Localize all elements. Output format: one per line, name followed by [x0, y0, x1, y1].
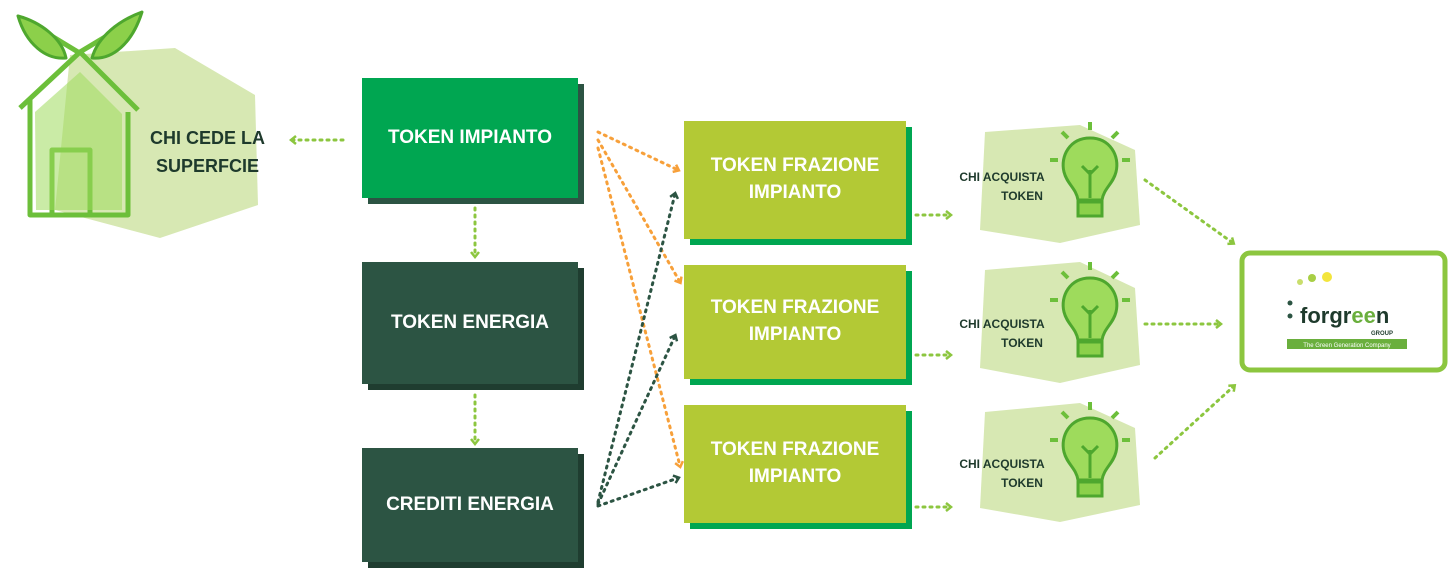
token-energia-label: TOKEN ENERGIA — [390, 311, 549, 333]
token-frazione-label-line1: TOKEN FRAZIONE — [710, 155, 880, 177]
token-frazione-label-line2: IMPIANTO — [748, 466, 842, 487]
house-leaf-icon — [16, 10, 144, 218]
token-frazione-box: TOKEN FRAZIONE IMPIANTO — [684, 265, 912, 385]
arrow-impianto-to-fraction2 — [596, 138, 683, 285]
lightbulb-icon — [1050, 402, 1130, 498]
token-frazione-label-line1: TOKEN FRAZIONE — [710, 439, 880, 461]
logo-tagline-bar — [1287, 339, 1407, 349]
house-label: CHI CEDE LA SUPERFCIE — [140, 125, 275, 181]
arrow-buyer3-to-logo — [1153, 383, 1237, 460]
logo-dot — [1322, 272, 1332, 282]
token-frazione-label-line1: TOKEN FRAZIONE — [710, 297, 880, 319]
buyer-label: CHI ACQUISTA TOKEN — [952, 168, 1052, 205]
logo-tagline-text: The Green Generation Company — [1303, 343, 1390, 349]
logo-dot — [1308, 274, 1316, 282]
lightbulb-icon — [1050, 262, 1130, 358]
token-frazione-label-line2: IMPIANTO — [748, 182, 842, 203]
arrow-crediti-to-fraction3 — [596, 474, 681, 508]
buyer-label-line2: TOKEN — [1001, 475, 1043, 490]
arrow-buyer1-to-logo — [1143, 178, 1236, 246]
buyer-label: CHI ACQUISTA TOKEN — [952, 315, 1052, 352]
token-impianto-box: TOKEN IMPIANTO — [362, 78, 584, 204]
buyer-label-line1: CHI ACQUISTA — [959, 170, 1045, 184]
lightbulb-icon — [1050, 122, 1130, 218]
crediti-energia-label: CREDITI ENERGIA — [386, 493, 554, 515]
logo-dot — [1287, 300, 1293, 306]
buyer-label-line1: CHI ACQUISTA — [959, 457, 1045, 471]
arrow-impianto-to-fraction1 — [596, 130, 681, 174]
token-energia-box: TOKEN ENERGIA — [362, 262, 584, 390]
arrow-crediti-to-fraction1 — [596, 191, 680, 504]
token-frazione-box: TOKEN FRAZIONE IMPIANTO — [684, 405, 912, 529]
token-impianto-label: TOKEN IMPIANTO — [388, 126, 552, 148]
buyer-label-line2: TOKEN — [1001, 335, 1043, 350]
arrow-impianto-to-fraction3 — [596, 146, 685, 469]
house-label-line1: CHI CEDE LA — [149, 128, 265, 148]
house-label-line2: SUPERFCIE — [155, 155, 260, 176]
buyer-label-line2: TOKEN — [1001, 188, 1043, 203]
crediti-energia-box: CREDITI ENERGIA — [362, 448, 584, 568]
buyer-label-line1: CHI ACQUISTA — [959, 317, 1045, 331]
token-frazione-label-line2: IMPIANTO — [748, 324, 842, 345]
logo-group-text: GROUP — [1371, 331, 1393, 337]
arrow-crediti-to-fraction2 — [596, 333, 679, 506]
buyer-label: CHI ACQUISTA TOKEN — [952, 455, 1052, 492]
logo-brand-text: forgreen — [1300, 303, 1389, 328]
logo-dot — [1297, 279, 1303, 285]
logo-dot — [1287, 313, 1293, 319]
token-frazione-box: TOKEN FRAZIONE IMPIANTO — [684, 121, 912, 245]
